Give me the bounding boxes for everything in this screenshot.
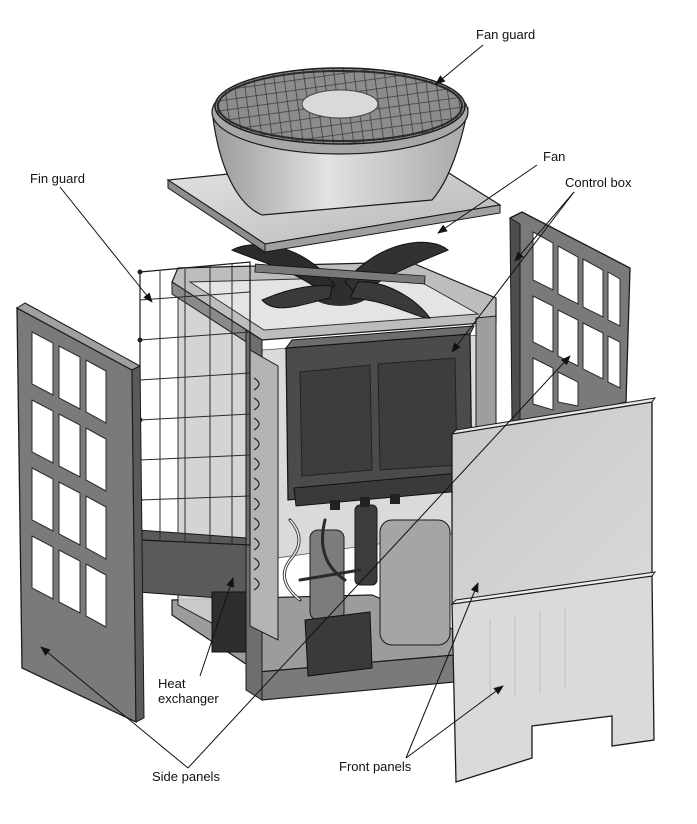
- front-panels-label: Front panels: [339, 759, 412, 774]
- front-panels: [450, 397, 657, 783]
- fan-guard-label: Fan guard: [476, 27, 536, 42]
- fan-label: Fan: [543, 149, 566, 164]
- side-panel-right: [509, 211, 631, 431]
- fin-guard-label: Fin guard: [30, 171, 85, 186]
- heat-exchanger-label-line1: Heat: [158, 676, 186, 691]
- control-box: [284, 325, 475, 510]
- heat-exchanger-label-line2: exchanger: [158, 691, 219, 706]
- side-panels-label: Side panels: [152, 769, 220, 784]
- control-box-label: Control box: [565, 175, 632, 190]
- heat-exchanger-label: Heat exchanger: [158, 676, 219, 706]
- leader-lines: [40, 44, 575, 769]
- fan-guard: [166, 67, 502, 253]
- side-panel-left: [16, 302, 145, 724]
- fan: [230, 241, 449, 319]
